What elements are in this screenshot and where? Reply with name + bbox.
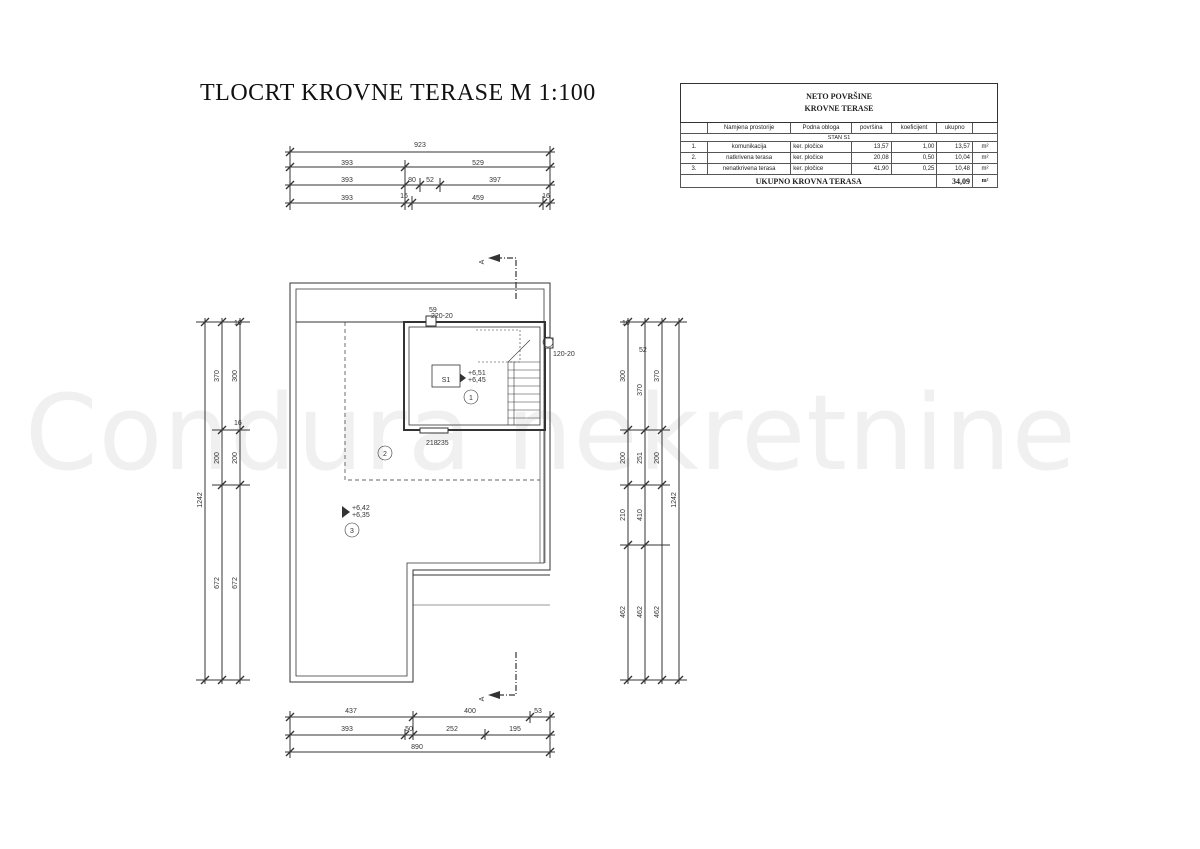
dim-left-c1-a: 370 [214,370,221,382]
table-heading-line1: NETO POVRŠINE [806,92,872,101]
door-right-size: 120-20 [553,351,575,358]
table-heading-line2: KROVNE TERASE [804,104,874,113]
section-mark-bottom: A [479,696,486,701]
dim-bottom-r1-c: 53 [534,708,542,715]
dim-left-small-b: 16 [234,420,242,427]
dim-top-small-right: 16 [542,193,550,200]
table-header-row: Namjena prostorije Podna obloga površina… [680,122,998,134]
total-label: UKUPNO KROVNA TERASA [679,174,938,188]
dim-right-total: 1242 [671,492,678,508]
dim-right-c3-b: 200 [654,452,661,464]
dim-left-c2-c: 672 [232,577,239,589]
total-unit: m² [972,174,998,188]
section-mark-top: A [479,259,486,264]
room-level-bottom: +6,45 [468,377,486,384]
dim-top-r4-b: 459 [472,195,484,202]
table-row: 1. komunikacija ker. pločice 13,57 1,00 … [680,141,998,153]
net-area-table: NETO POVRŠINE KROVNE TERASE Namjena pros… [679,83,998,188]
drawing-title: TLOCRT KROVNE TERASE M 1:100 [200,80,596,106]
room-label-s1: S1 [442,377,451,384]
dim-right-c1-c: 210 [620,509,627,521]
dim-right-c1-b: 200 [620,452,627,464]
dim-right-small-a: 10 [622,320,630,327]
dim-top-r3-d: 397 [489,177,501,184]
zone-1-label: 1 [469,395,473,402]
dim-left-total: 1242 [197,492,204,508]
dim-bottom-r2-b: 50 [405,726,413,733]
terrace-level-bottom: +6,35 [352,512,370,519]
dim-top-r4-a: 393 [341,195,353,202]
dim-top-r3-a: 393 [341,177,353,184]
dim-bottom-r2-d: 195 [509,726,521,733]
dim-right-c2-b: 251 [637,452,644,464]
dim-left-c1-c: 672 [214,577,221,589]
zone-2-label: 2 [383,451,387,458]
dim-left-c2-a: 300 [232,370,239,382]
dim-top-r3-c: 52 [426,177,434,184]
door-lower-width: 218 [426,440,438,447]
table-total-row: UKUPNO KROVNA TERASA 34,09 m² [679,174,998,188]
zone-3-label: 3 [350,528,354,535]
dim-top-r3-b: 80 [408,177,416,184]
dim-right-c3-c: 462 [654,606,661,618]
table-heading: NETO POVRŠINE KROVNE TERASE [680,83,998,123]
dim-bottom-r2-a: 393 [341,726,353,733]
door-upper-width: 59 [429,307,437,314]
dim-top-small-left: 16 [400,193,408,200]
dim-right-c1-d: 462 [620,606,627,618]
dim-bottom-r2-c: 252 [446,726,458,733]
dim-bottom-r1-a: 437 [345,708,357,715]
dim-bottom-total: 890 [411,744,423,751]
table-row: 2. natkrivena terasa ker. pločice 20,08 … [680,152,998,164]
dim-top-r2-b: 529 [472,160,484,167]
room-level-top: +6,51 [468,370,486,377]
door-upper-height: 220-20 [431,313,453,320]
dim-right-c1-a: 300 [620,370,627,382]
dim-right-c2-a: 370 [637,384,644,396]
dim-left-c1-b: 200 [214,452,221,464]
dim-right-c2-c: 410 [637,509,644,521]
dim-bottom-r1-b: 400 [464,708,476,715]
dim-right-c3-a: 370 [654,370,661,382]
dim-left-small-a: 10 [234,320,242,327]
terrace-level-top: +6,42 [352,505,370,512]
dim-left-c2-b: 200 [232,452,239,464]
dim-top-r2-a: 393 [341,160,353,167]
door-lower-height: 235 [437,440,449,447]
dim-right-small-b: 52 [639,347,647,354]
dim-right-c2-d: 462 [637,606,644,618]
dim-top-total: 923 [414,142,426,149]
